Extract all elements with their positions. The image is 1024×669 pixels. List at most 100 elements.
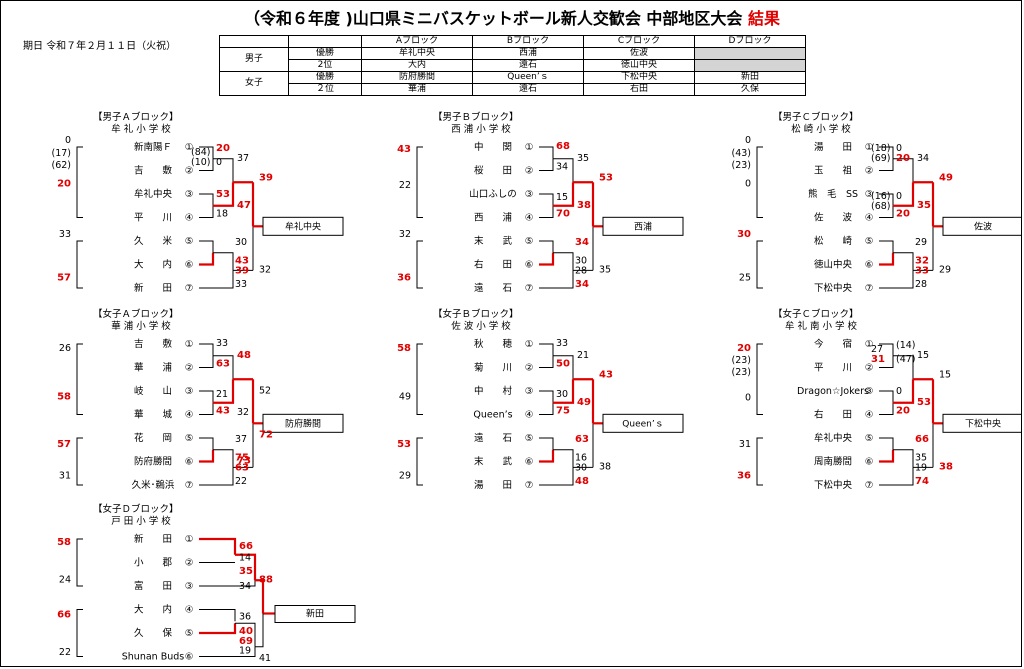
score-left: 20 xyxy=(57,179,71,190)
block-label: 【女子Ｂブロック】 xyxy=(433,308,519,320)
team-name: 山口ふしの xyxy=(469,189,517,200)
match-line xyxy=(539,402,554,415)
seed-number: ⑤ xyxy=(185,236,194,247)
team-name: 周南勝間 xyxy=(814,456,852,468)
date-value: 令和７年２月１１日（火祝） xyxy=(46,41,177,52)
group-bracket xyxy=(76,343,83,415)
winner-path xyxy=(539,449,555,463)
match-line xyxy=(199,240,214,253)
team-name: 岐 山 xyxy=(134,385,172,397)
match-line xyxy=(199,402,214,415)
score-round1: (18) xyxy=(871,143,891,154)
score-round2: 38 xyxy=(939,461,953,472)
score-round1: 34 xyxy=(575,279,589,290)
score-round1: (10) xyxy=(191,157,211,168)
score-round1: 14 xyxy=(239,553,251,564)
block-venue: 松 崎 小 学 校 xyxy=(791,123,851,135)
group-bracket xyxy=(416,240,423,289)
match-line xyxy=(539,270,574,289)
seed-number: ① xyxy=(525,339,534,350)
score-left: 30 xyxy=(737,229,751,240)
winner-box xyxy=(274,605,356,623)
score-left: 0 xyxy=(745,393,751,404)
seed-number: ⑦ xyxy=(525,480,534,491)
seed-number: ⑤ xyxy=(865,236,874,247)
score-left: 31 xyxy=(739,439,751,450)
score-round1: 34 xyxy=(575,237,589,248)
winner-box xyxy=(262,413,344,433)
group-bracket xyxy=(756,343,763,415)
score-round1: 34 xyxy=(239,581,251,592)
seed-number: ⑤ xyxy=(185,628,194,639)
seed-number: ③ xyxy=(185,581,194,592)
team-name: 末 武 xyxy=(474,456,513,468)
seed-number: ④ xyxy=(525,213,534,224)
score-round2: 49 xyxy=(939,172,953,183)
winner-box xyxy=(602,216,684,236)
score-round1: (14) xyxy=(896,340,916,351)
group-bracket xyxy=(76,146,83,218)
team-name: 牟礼中央 xyxy=(814,432,853,444)
team-name: 久米･鵜浜 xyxy=(132,479,175,491)
group-bracket xyxy=(76,609,83,657)
score-round1: 70 xyxy=(556,209,570,220)
score-round1: 66 xyxy=(915,434,929,445)
score-left: 24 xyxy=(59,575,71,586)
score-round1: 28 xyxy=(575,266,587,277)
seed-number: ③ xyxy=(185,189,194,200)
match-line xyxy=(879,270,914,289)
score-round1: 27 xyxy=(871,344,883,355)
score-left: 0 xyxy=(745,135,751,146)
score-round1: 50 xyxy=(556,359,570,370)
seed-number: ③ xyxy=(865,386,874,397)
match-line xyxy=(553,449,574,468)
team-name: 遠 石 xyxy=(474,282,512,294)
seed-number: ② xyxy=(865,363,874,374)
score-round1: 31 xyxy=(871,354,885,365)
score-left: 25 xyxy=(739,273,751,284)
score-round1: 34 xyxy=(556,162,568,173)
seed-number: ③ xyxy=(185,386,194,397)
team-name: 大 内 xyxy=(134,259,172,271)
score-left: 36 xyxy=(737,471,751,482)
block-label: 【女子Ａブロック】 xyxy=(93,308,179,320)
summary-cell: 久保 xyxy=(694,83,806,96)
score-left: 58 xyxy=(57,537,71,548)
team-name: 末 武 xyxy=(474,235,513,247)
match-line xyxy=(199,270,234,289)
match-line xyxy=(235,622,256,647)
score-round1: 48 xyxy=(575,476,589,487)
match-line xyxy=(539,193,554,206)
team-name: 新南陽Ｆ xyxy=(134,141,172,153)
score-round1: 33 xyxy=(235,279,247,290)
seed-number: ② xyxy=(865,166,874,177)
match-line xyxy=(539,343,554,356)
title-main: （令和６年度 )山口県ミニバスケットボール新人交歓会 中部地区大会 xyxy=(243,9,743,28)
match-line xyxy=(539,355,554,368)
block-label: 【男子Ａブロック】 xyxy=(93,111,179,123)
score-round2: 35 xyxy=(599,264,611,275)
team-name: 西 浦 xyxy=(474,212,513,224)
score-round2: 47 xyxy=(237,200,251,211)
team-name: 右 田 xyxy=(814,409,852,421)
score-round2: 41 xyxy=(259,653,271,664)
block-venue: 牟 礼 小 学 校 xyxy=(111,123,171,135)
seed-number: ② xyxy=(185,166,194,177)
score-left: 31 xyxy=(59,471,71,482)
score-round1: (69) xyxy=(871,153,891,164)
winner-path xyxy=(255,579,265,614)
score-round1: 30 xyxy=(575,256,587,267)
score-round2: 72 xyxy=(259,429,273,440)
match-line xyxy=(199,205,214,218)
team-name: 湯 田 xyxy=(814,141,852,153)
match-line xyxy=(879,146,894,159)
match-line xyxy=(255,613,264,648)
summary-cell: 遠石 xyxy=(472,83,584,96)
seed-number: ③ xyxy=(525,386,534,397)
team-name: Dragon☆Jokers xyxy=(797,386,869,397)
seed-number: ③ xyxy=(525,189,534,200)
team-name: 富 田 xyxy=(134,580,172,592)
score-left: (43) xyxy=(731,148,751,159)
summary-cell: 華浦 xyxy=(361,83,473,96)
seed-number: ① xyxy=(865,142,874,153)
